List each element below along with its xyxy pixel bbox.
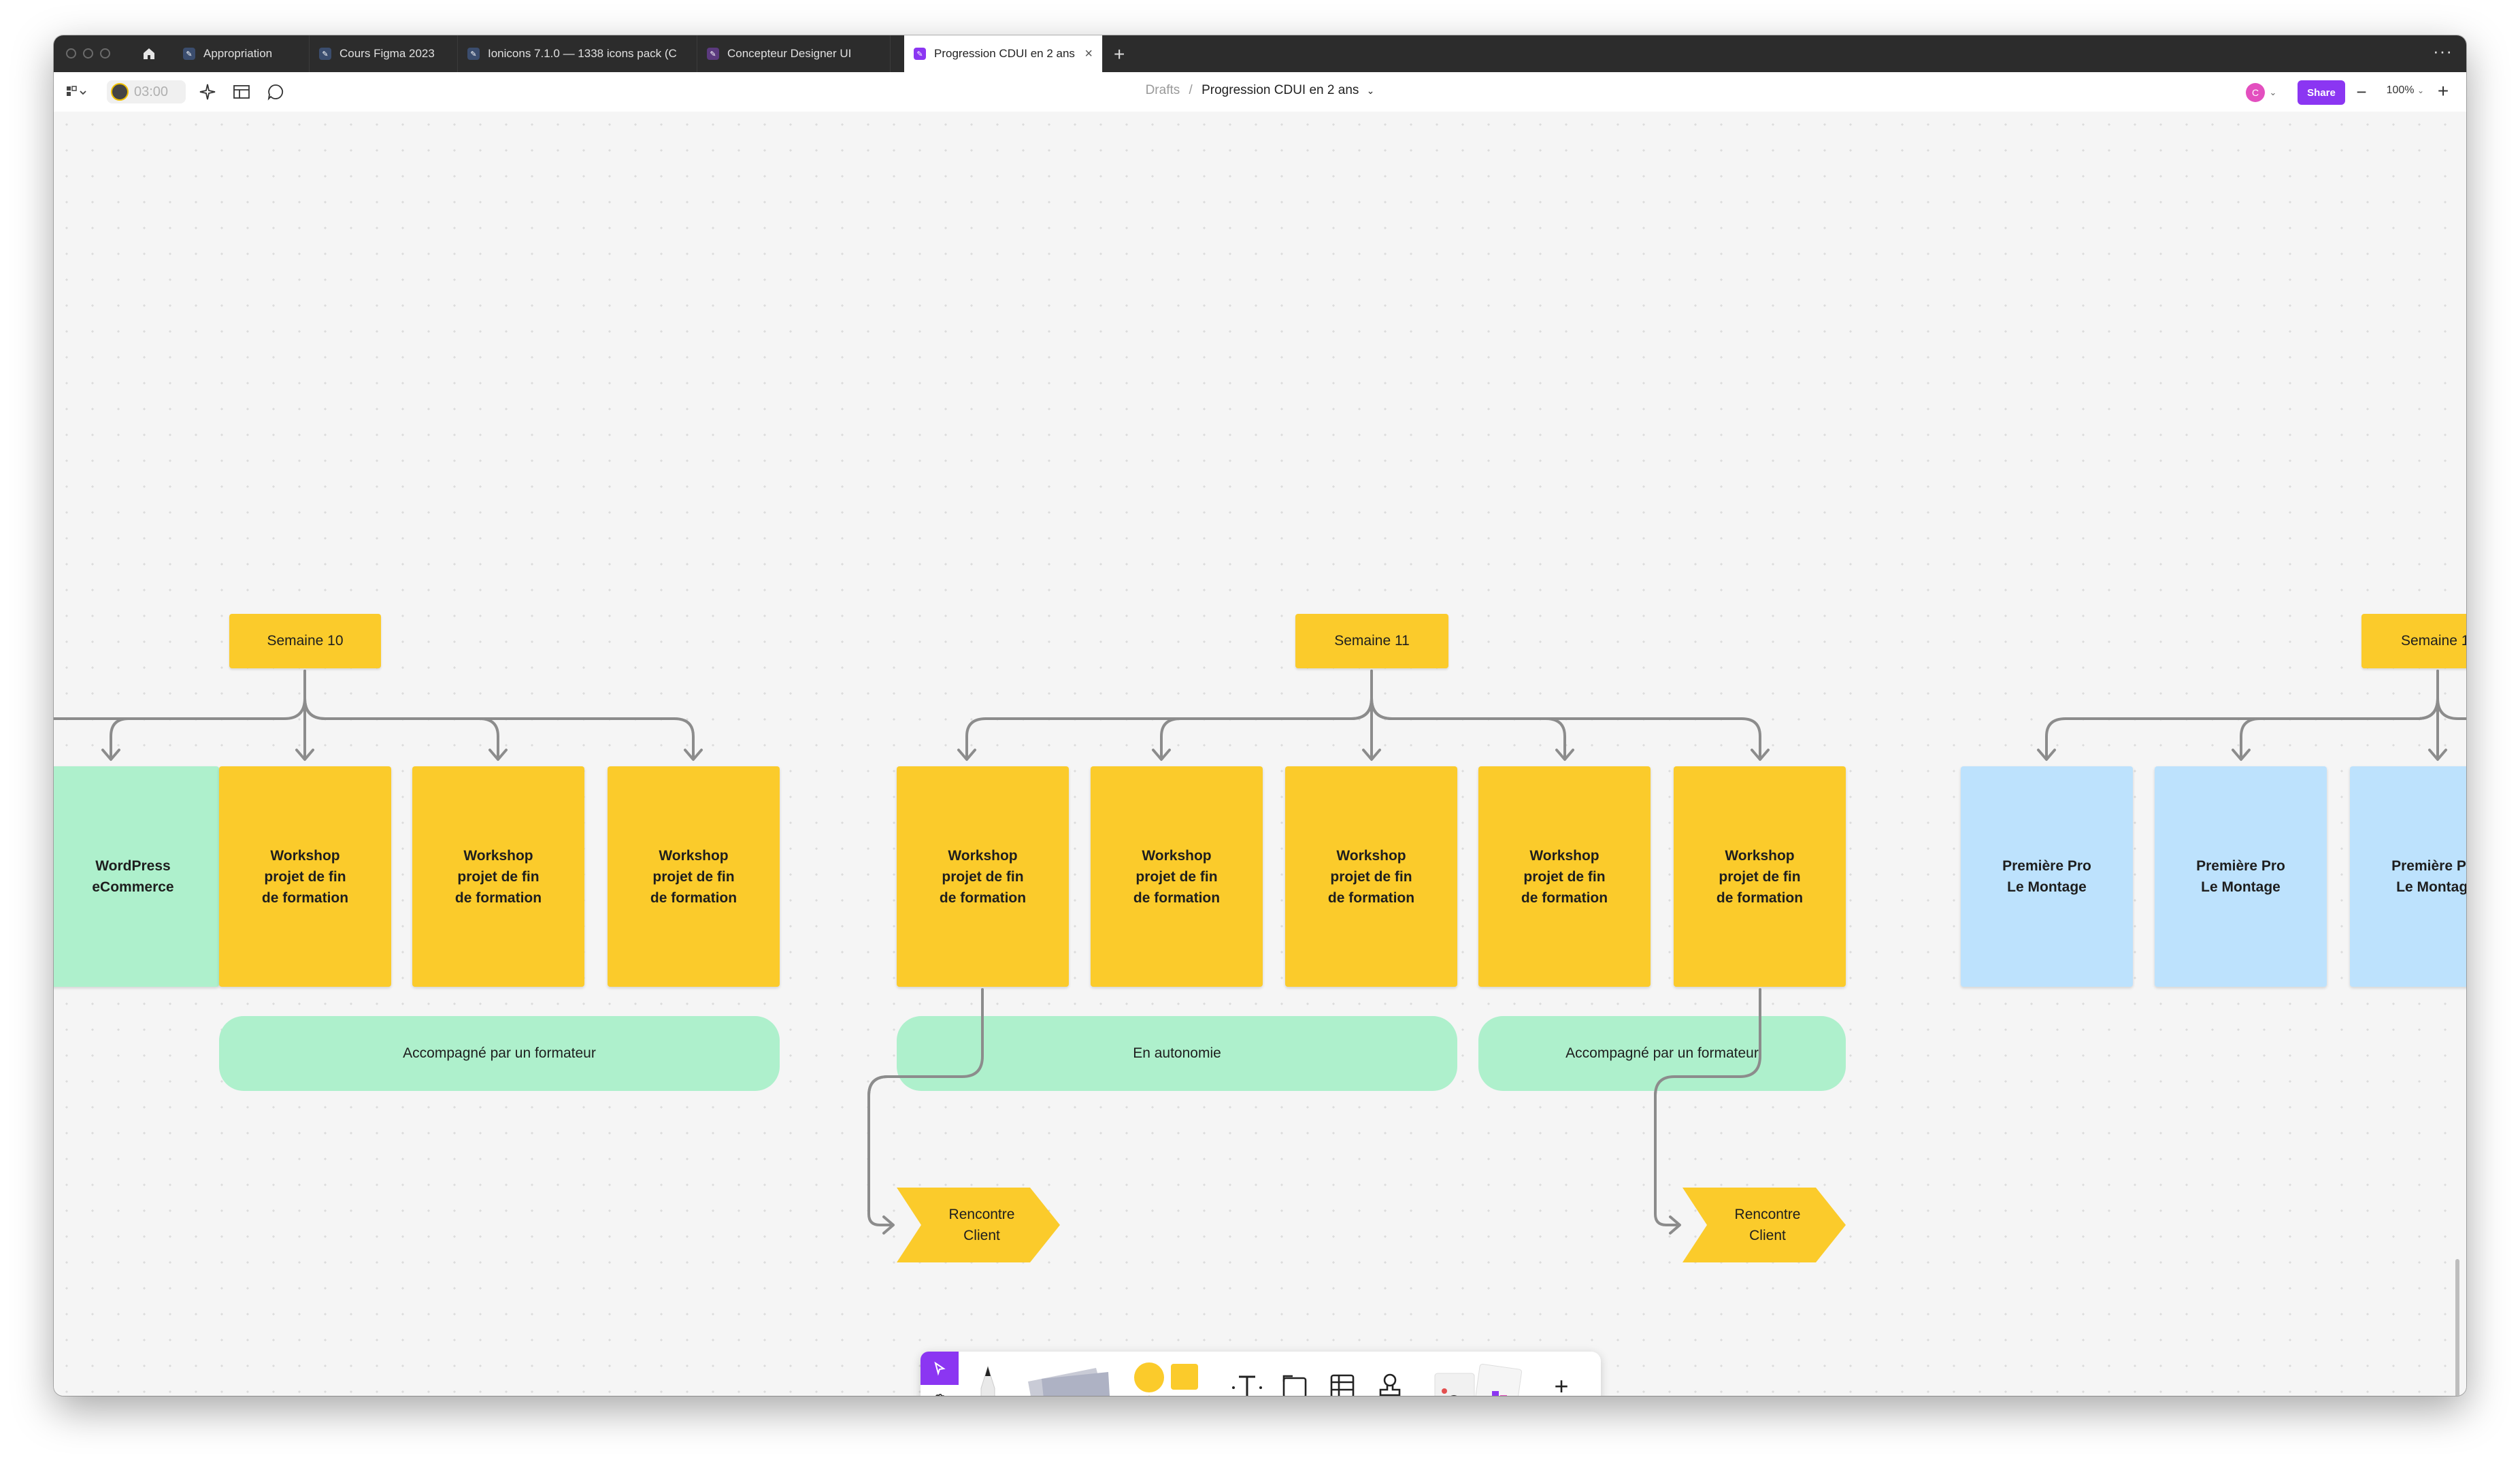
widgets-icon[interactable]: [1427, 1361, 1529, 1396]
week-header[interactable]: Semaine 11: [1295, 614, 1448, 668]
new-tab-icon[interactable]: +: [1114, 44, 1125, 65]
sticky-notes-icon[interactable]: [1021, 1361, 1116, 1396]
milestone-label: Rencontre Client: [1734, 1207, 1801, 1243]
tab-progression[interactable]: ✎ Progression CDUI en 2 ans ×: [904, 35, 1103, 72]
stamp-icon[interactable]: [1371, 1369, 1409, 1396]
home-icon[interactable]: [137, 42, 161, 65]
tab-label: Progression CDUI en 2 ans: [934, 47, 1075, 60]
section-icon[interactable]: [1276, 1369, 1314, 1396]
zoom-out-icon[interactable]: −: [2356, 81, 2367, 102]
connector-lines: [54, 670, 2466, 1235]
app-window: ✎ Appropriation ✎ Cours Figma 2023 ✎ Ion…: [54, 35, 2466, 1396]
window-maximize-button[interactable]: [100, 48, 110, 59]
figjam-file-icon: ✎: [467, 48, 480, 60]
breadcrumb-folder[interactable]: Drafts: [1145, 83, 1180, 97]
chevron-down-icon[interactable]: ⌄: [2269, 87, 2277, 97]
cursor-icon[interactable]: [921, 1352, 959, 1385]
sticky-note[interactable]: Workshop projet de fin de formation: [1674, 766, 1846, 987]
tab-label: Ionicons 7.1.0 — 1338 icons pack (C: [488, 47, 677, 60]
status-pill[interactable]: Accompagné par un formateur: [219, 1016, 780, 1091]
share-button[interactable]: Share: [2298, 80, 2345, 105]
figjam-file-icon: ✎: [707, 48, 719, 60]
sticky-note[interactable]: Première Pro Le Montage: [2350, 766, 2466, 987]
figjam-file-icon: ✎: [914, 48, 926, 60]
sticky-note[interactable]: Workshop projet de fin de formation: [608, 766, 780, 987]
top-toolbar: 03:00 Drafts / Progression CDUI en 2 ans…: [54, 72, 2466, 112]
window-close-button[interactable]: [66, 48, 76, 59]
file-title[interactable]: Progression CDUI en 2 ans: [1201, 83, 1359, 97]
user-avatar[interactable]: C: [2246, 83, 2265, 102]
zoom-value: 100%: [2386, 84, 2415, 96]
chevron-down-icon[interactable]: ⌄: [1366, 85, 1375, 96]
tab-label: Concepteur Designer UI: [727, 47, 852, 60]
tab-ionicons[interactable]: ✎ Ionicons 7.1.0 — 1338 icons pack (C: [458, 35, 697, 72]
sticky-note[interactable]: Workshop projet de fin de formation: [412, 766, 584, 987]
chevron-shape-icon: [1682, 1188, 1846, 1262]
timer-value: 03:00: [134, 84, 169, 99]
breadcrumb: Drafts / Progression CDUI en 2 ans ⌄: [54, 83, 2466, 98]
creation-toolbar: +: [921, 1352, 1601, 1396]
vertical-scrollbar[interactable]: [2455, 1259, 2459, 1396]
table-icon[interactable]: [1323, 1369, 1361, 1396]
sticky-note[interactable]: Workshop projet de fin de formation: [1478, 766, 1651, 987]
close-icon[interactable]: ×: [1084, 46, 1093, 61]
week-header[interactable]: Semaine 1: [2361, 614, 2466, 668]
hand-icon[interactable]: [921, 1385, 959, 1396]
comment-icon[interactable]: [265, 82, 286, 102]
ai-sparkle-icon[interactable]: [197, 82, 218, 102]
sticky-note[interactable]: Première Pro Le Montage: [2155, 766, 2327, 987]
tab-label: Appropriation: [203, 47, 273, 60]
figjam-file-icon: ✎: [183, 48, 195, 60]
zoom-in-icon[interactable]: +: [2437, 80, 2449, 101]
milestone-label: Rencontre Client: [948, 1207, 1015, 1243]
sticky-note[interactable]: Workshop projet de fin de formation: [1285, 766, 1457, 987]
main-menu-icon[interactable]: [63, 82, 90, 102]
sticky-note[interactable]: WordPress eCommerce: [54, 766, 219, 987]
figjam-file-icon: ✎: [319, 48, 331, 60]
connector-overlay: [867, 988, 1761, 1120]
avatar: [111, 83, 129, 101]
milestone-arrow[interactable]: Rencontre Client: [897, 1188, 1060, 1262]
tab-appropriation[interactable]: ✎ Appropriation: [173, 35, 310, 72]
tab-cours-figma[interactable]: ✎ Cours Figma 2023: [310, 35, 458, 72]
tab-bar: ✎ Appropriation ✎ Cours Figma 2023 ✎ Ion…: [54, 35, 2466, 72]
window-minimize-button[interactable]: [83, 48, 93, 59]
status-pill[interactable]: Accompagné par un formateur: [1478, 1016, 1846, 1091]
milestone-arrow[interactable]: Rencontre Client: [1682, 1188, 1846, 1262]
sticky-note[interactable]: Workshop projet de fin de formation: [1091, 766, 1263, 987]
week-header[interactable]: Semaine 10: [229, 614, 381, 668]
tab-label: Cours Figma 2023: [339, 47, 435, 60]
chevron-shape-icon: [897, 1188, 1060, 1262]
tab-concepteur[interactable]: ✎ Concepteur Designer UI: [697, 35, 891, 72]
breadcrumb-separator: /: [1189, 83, 1193, 97]
sticky-note[interactable]: Workshop projet de fin de formation: [897, 766, 1069, 987]
zoom-level[interactable]: 100% ⌄: [2386, 84, 2424, 96]
pencil-icon[interactable]: [965, 1361, 1010, 1396]
plus-icon[interactable]: +: [1554, 1372, 1569, 1396]
layout-icon[interactable]: [231, 82, 252, 102]
sticky-note[interactable]: Première Pro Le Montage: [1961, 766, 2133, 987]
sticky-note[interactable]: Workshop projet de fin de formation: [219, 766, 391, 987]
shapes-icon[interactable]: [1129, 1361, 1204, 1396]
status-pill[interactable]: En autonomie: [897, 1016, 1457, 1091]
text-icon[interactable]: [1228, 1369, 1266, 1396]
more-icon[interactable]: ···: [2433, 41, 2453, 61]
figjam-canvas[interactable]: Semaine 10 Semaine 11 Semaine 1 WordPres…: [54, 112, 2466, 1396]
timer[interactable]: 03:00: [107, 80, 186, 103]
